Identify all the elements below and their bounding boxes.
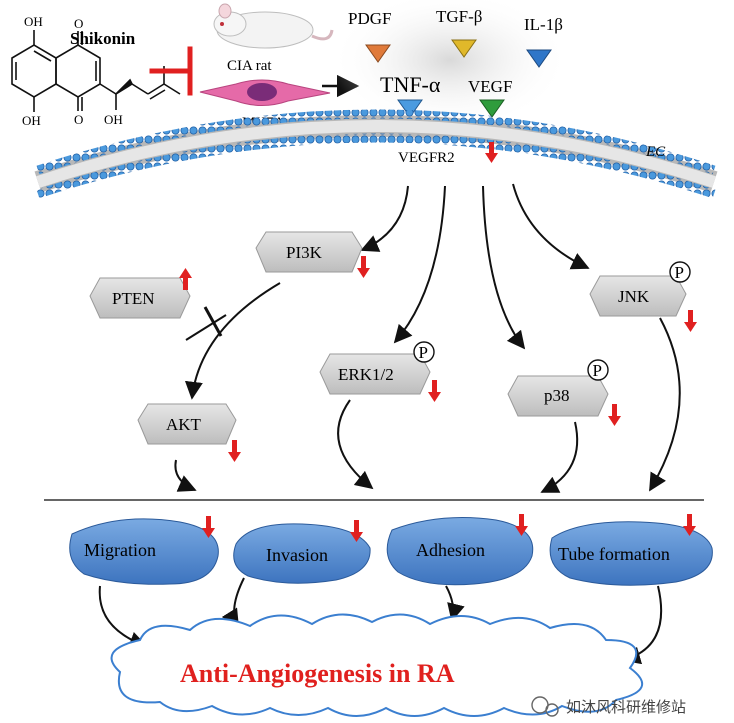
ec-label: EC	[645, 144, 666, 160]
vegf-icon	[479, 99, 505, 118]
adhesion-down-arrow	[515, 514, 528, 536]
shikonin-structure	[11, 30, 181, 112]
o-bottom-label: O	[74, 112, 83, 127]
il1b-icon	[526, 49, 552, 68]
tube-formation-down-arrow	[683, 514, 696, 536]
erk-down-arrow	[428, 380, 441, 402]
node-pi3k: PI3K	[255, 231, 370, 278]
p38-phospho-icon	[587, 359, 609, 381]
erk-label: ERK1/2	[338, 365, 394, 384]
signal-arrows	[174, 183, 681, 493]
pten-label: PTEN	[112, 289, 155, 308]
watermark: 如沐风科研维修站	[531, 696, 686, 717]
outcome-migration: Migration	[69, 516, 219, 585]
oh-side-label: OH	[104, 112, 123, 127]
pdgf-label: PDGF	[348, 9, 391, 28]
tnfa-icon	[397, 99, 423, 118]
outcome-invasion: Invasion	[233, 520, 371, 584]
node-pten: PTEN	[89, 268, 192, 319]
invasion-label: Invasion	[266, 545, 328, 565]
pi3k-label: PI3K	[286, 243, 323, 262]
cia-rat-label: CIA rat	[227, 58, 272, 74]
node-erk: ERK1/2 P	[319, 341, 441, 402]
jnk-phospho-label: P	[675, 263, 684, 282]
invasion-down-arrow	[350, 520, 363, 542]
mh7a-cell	[199, 79, 331, 106]
node-jnk: JNK P	[589, 261, 697, 332]
il1b-label: IL-1β	[524, 15, 563, 34]
pten-up-arrow	[179, 268, 192, 290]
akt-label: AKT	[166, 415, 202, 434]
oh-top-label: OH	[24, 14, 43, 29]
adhesion-label: Adhesion	[416, 540, 485, 560]
vegfr2-down-arrow	[485, 142, 498, 163]
jnk-label: JNK	[618, 287, 650, 306]
o-top-label: O	[74, 16, 83, 31]
tnfa-label: TNF-α	[380, 72, 441, 97]
erk-phospho-icon	[413, 341, 435, 363]
vegf-label: VEGF	[468, 77, 512, 96]
node-p38: p38 P	[507, 359, 621, 426]
p38-label: p38	[544, 386, 570, 405]
p38-down-arrow	[608, 404, 621, 426]
p38-phospho-label: P	[593, 361, 602, 380]
oh-bottom-label: OH	[22, 113, 41, 128]
node-akt: AKT	[137, 403, 241, 462]
jnk-down-arrow	[684, 310, 697, 332]
watermark-text: 如沐风科研维修站	[566, 698, 686, 716]
tgfb-icon	[451, 39, 477, 58]
cytokines: PDGF TGF-β IL-1β TNF-α VEGF	[348, 7, 563, 118]
erk-phospho-label: P	[419, 343, 428, 362]
outcome-adhesion: Adhesion	[386, 514, 534, 586]
cytokine-glow	[330, 0, 570, 130]
akt-down-arrow	[228, 440, 241, 462]
tube-formation-label: Tube formation	[558, 544, 670, 564]
migration-down-arrow	[202, 516, 215, 538]
pdgf-icon	[365, 44, 391, 63]
migration-label: Migration	[84, 540, 156, 560]
result-cloud	[110, 613, 644, 717]
compound-name: Shikonin	[70, 29, 136, 48]
result-label: Anti-Angiogenesis in RA	[180, 659, 455, 688]
jnk-phospho-icon	[669, 261, 691, 283]
outcome-tube-formation: Tube formation	[549, 514, 713, 586]
inhibition-symbol	[149, 46, 193, 96]
cell-membrane	[34, 109, 718, 199]
rat-illustration	[213, 3, 334, 49]
tgfb-label: TGF-β	[436, 7, 482, 26]
vegfr2-label: VEGFR2	[398, 150, 455, 166]
shikonin-labels: OH O OH O OH	[22, 14, 123, 128]
pi3k-down-arrow	[357, 256, 370, 278]
